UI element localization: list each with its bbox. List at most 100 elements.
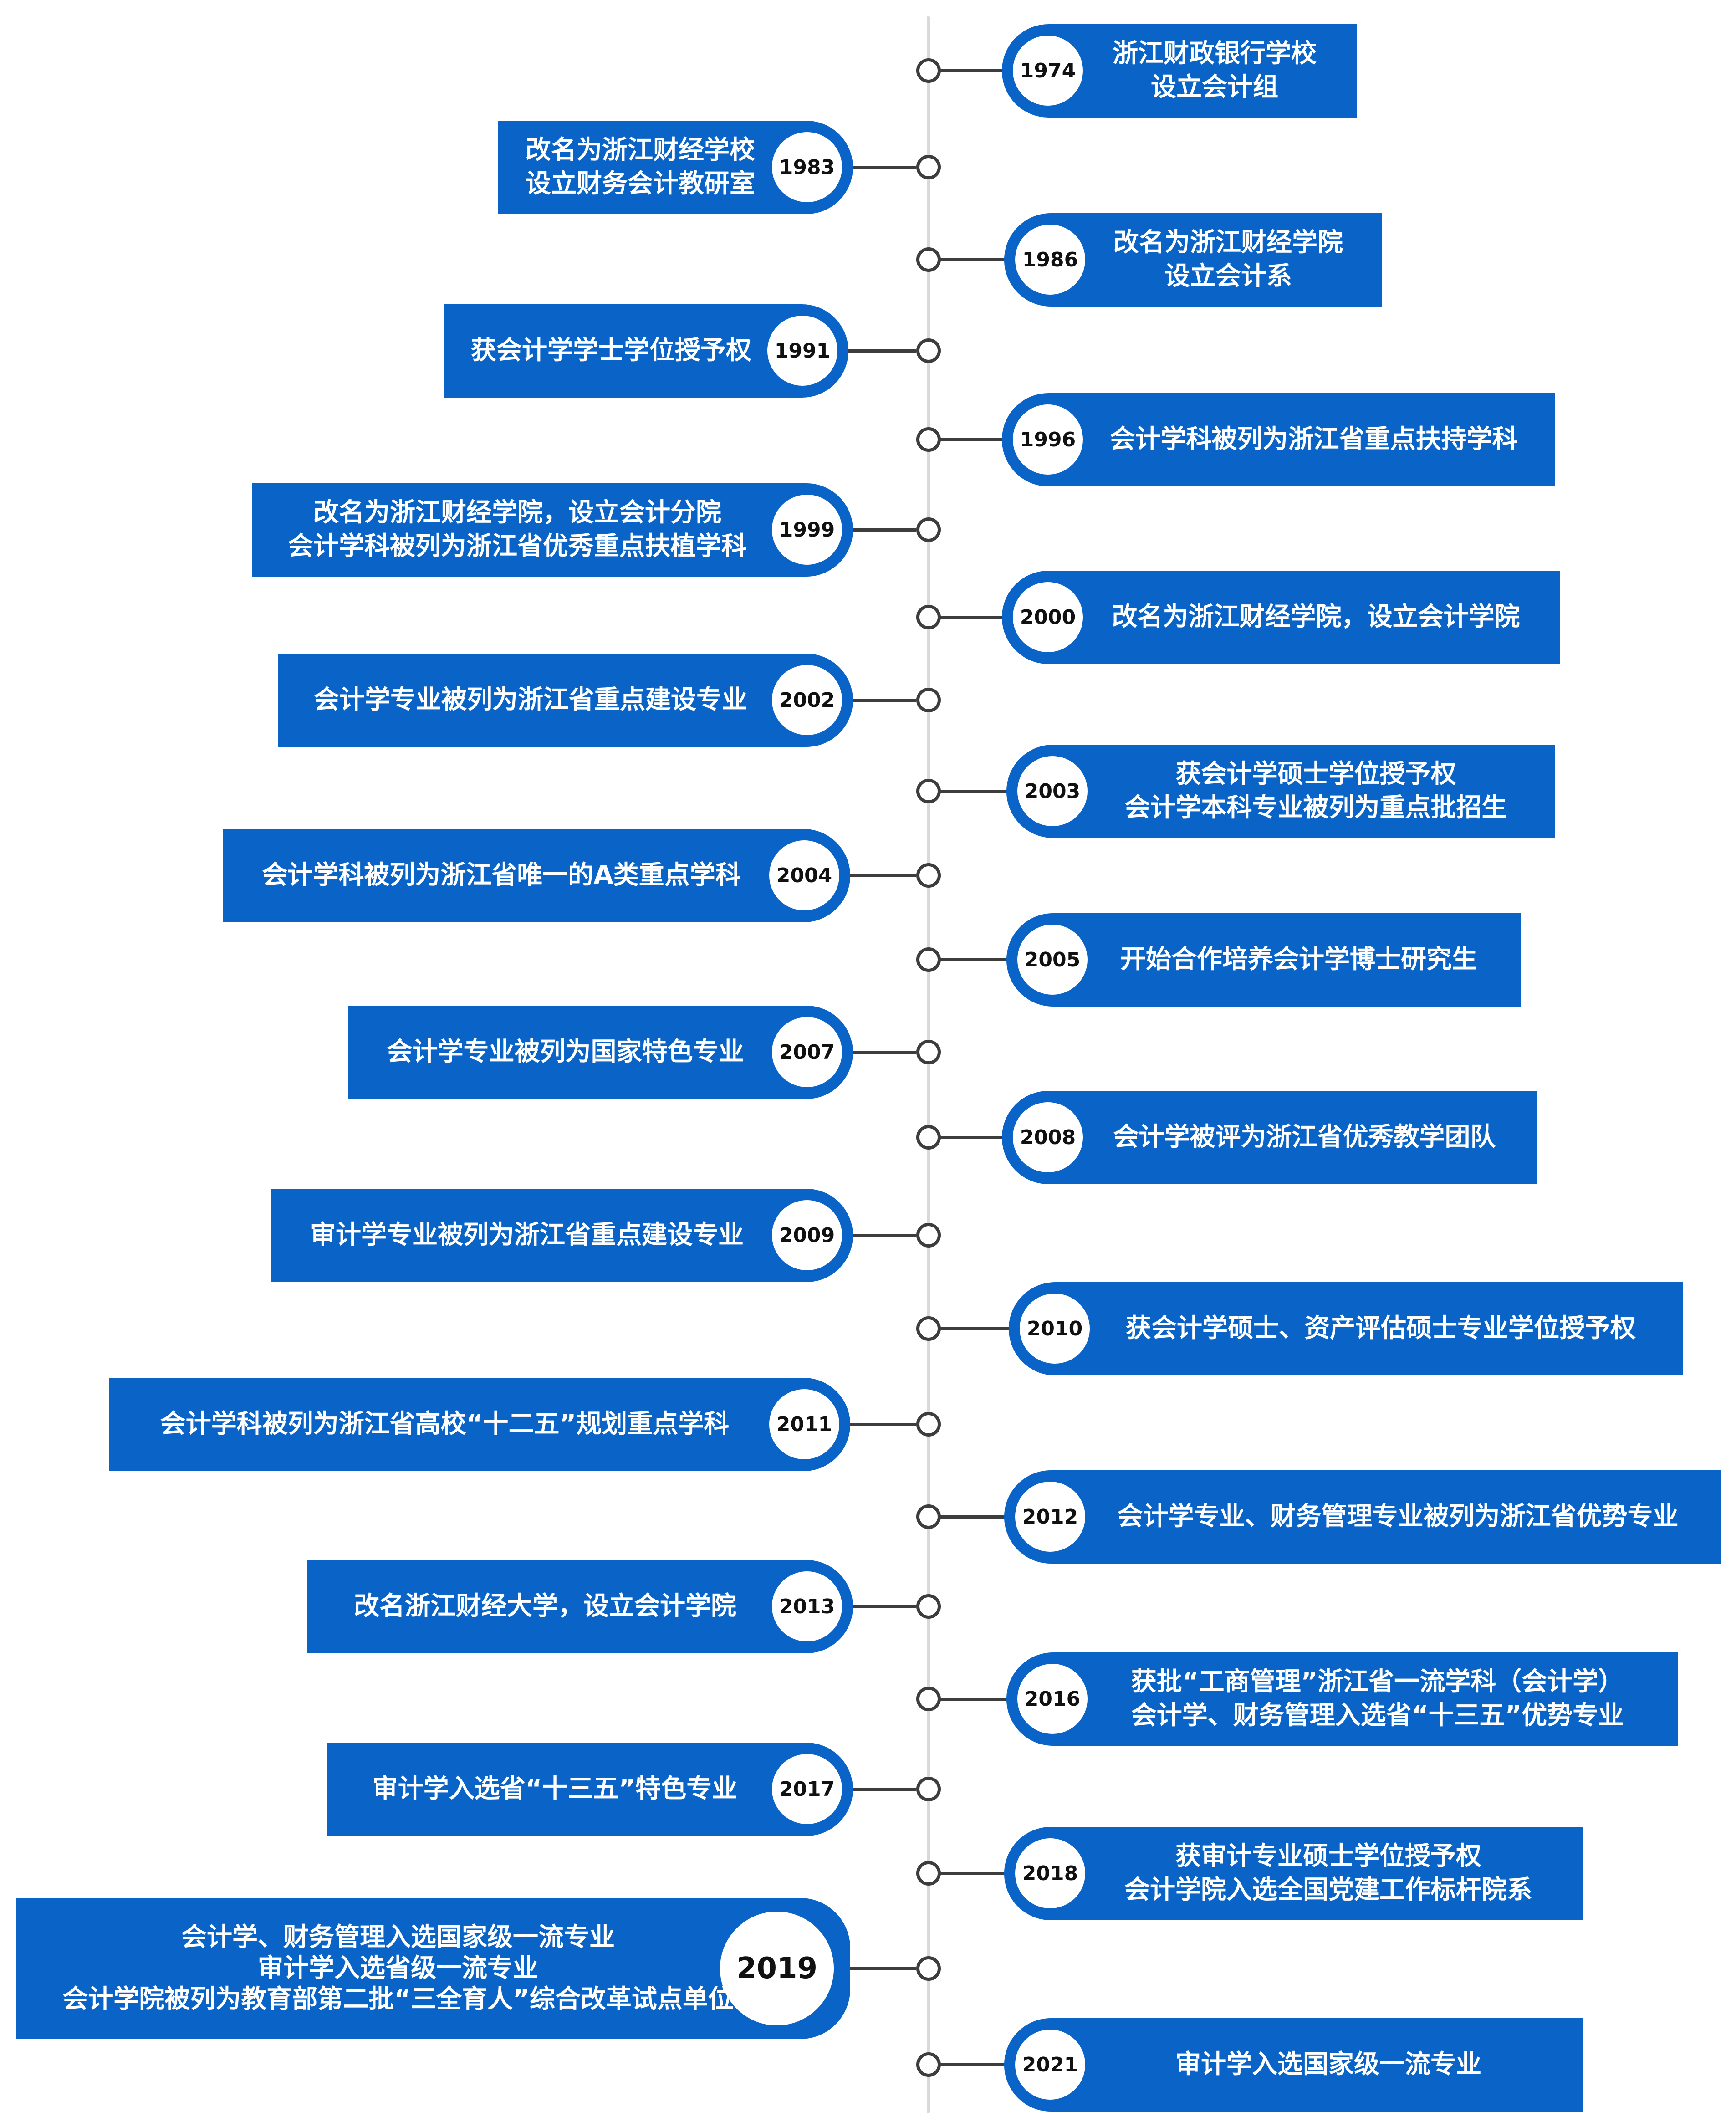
event-line: 获审计专业硕士学位授予权 bbox=[1175, 1841, 1481, 1871]
event-line: 会计学、财务管理入选国家级一流专业 bbox=[181, 1922, 615, 1952]
event-line: 开始合作培养会计学博士研究生 bbox=[1120, 945, 1477, 974]
year-badge: 2008 bbox=[1013, 1102, 1083, 1172]
event-text: 会计学专业、财务管理专业被列为浙江省优势专业 bbox=[1118, 1500, 1679, 1534]
timeline-node bbox=[916, 1687, 941, 1711]
event-line: 会计学科被列为浙江省唯一的A类重点学科 bbox=[262, 860, 741, 890]
year-badge: 2012 bbox=[1015, 1482, 1085, 1552]
event-box: 2007 会计学专业被列为国家特色专业 bbox=[348, 1005, 853, 1099]
event-box: 2005 开始合作培养会计学博士研究生 bbox=[1006, 913, 1521, 1007]
year-badge: 2019 bbox=[720, 1912, 834, 2025]
timeline-node bbox=[916, 155, 941, 179]
timeline-node bbox=[916, 947, 941, 972]
event-line: 会计学院被列为教育部第二批“三全育人”综合改革试点单位 bbox=[62, 1984, 734, 2014]
timeline-node bbox=[916, 2052, 941, 2077]
year-badge: 2010 bbox=[1020, 1294, 1090, 1364]
timeline-connector bbox=[844, 1788, 916, 1791]
event-text: 会计学、财务管理入选国家级一流专业审计学入选省级一流专业会计学院被列为教育部第二… bbox=[62, 1922, 734, 2015]
year-badge: 1983 bbox=[772, 132, 842, 202]
timeline-node bbox=[916, 863, 941, 888]
event-line: 设立会计组 bbox=[1151, 72, 1278, 102]
year-badge: 2007 bbox=[772, 1017, 842, 1087]
event-box: 2021 审计学入选国家级一流专业 bbox=[1004, 2018, 1583, 2112]
timeline-connector bbox=[938, 958, 1016, 961]
year-badge: 1974 bbox=[1013, 36, 1083, 106]
year-badge: 2003 bbox=[1017, 756, 1088, 826]
event-box: 1974 浙江财政银行学校设立会计组 bbox=[1002, 24, 1357, 118]
timeline-connector bbox=[938, 616, 1011, 619]
timeline-node bbox=[916, 517, 941, 542]
timeline-connector bbox=[844, 166, 916, 169]
year-badge: 2005 bbox=[1017, 925, 1088, 995]
event-box: 2008 会计学被评为浙江省优秀教学团队 bbox=[1002, 1090, 1537, 1184]
event-text: 获会计学硕士学位授予权会计学本科专业被列为重点批招生 bbox=[1125, 757, 1507, 825]
timeline-node bbox=[916, 1504, 941, 1529]
timeline-connector bbox=[841, 1423, 916, 1426]
event-line: 设立会计系 bbox=[1164, 261, 1292, 291]
timeline-connector bbox=[938, 1698, 1016, 1701]
event-line: 审计学入选省级一流专业 bbox=[257, 1953, 538, 1983]
event-line: 改名为浙江财经学院，设立会计分院 bbox=[313, 498, 721, 527]
event-line: 会计学院入选全国党建工作标杆院系 bbox=[1124, 1875, 1532, 1905]
event-text: 改名为浙江财经学院设立会计系 bbox=[1113, 226, 1343, 293]
year-badge: 2021 bbox=[1015, 2030, 1085, 2100]
event-line: 获会计学学士学位授予权 bbox=[471, 336, 751, 365]
year-badge: 2018 bbox=[1015, 1838, 1085, 1908]
event-text: 改名为浙江财经学校设立财务会计教研室 bbox=[526, 133, 755, 201]
timeline-connector bbox=[938, 258, 1013, 261]
event-text: 改名为浙江财经学院，设立会计学院 bbox=[1112, 600, 1520, 634]
event-box: 2010 获会计学硕士、资产评估硕士专业学位授予权 bbox=[1009, 1282, 1683, 1375]
timeline-connector bbox=[839, 349, 916, 353]
timeline-connector bbox=[938, 1872, 1013, 1875]
event-line: 设立财务会计教研室 bbox=[526, 169, 755, 199]
event-box: 2004 会计学科被列为浙江省唯一的A类重点学科 bbox=[223, 828, 850, 922]
event-text: 会计学专业被列为浙江省重点建设专业 bbox=[314, 683, 747, 717]
year-badge: 2011 bbox=[769, 1389, 839, 1459]
event-line: 获会计学硕士、资产评估硕士专业学位授予权 bbox=[1126, 1314, 1636, 1343]
timeline-connector bbox=[938, 438, 1011, 441]
event-line: 会计学、财务管理入选省“十三五”优势专业 bbox=[1131, 1701, 1624, 1730]
year-badge: 2013 bbox=[772, 1571, 842, 1641]
timeline-node bbox=[916, 779, 941, 803]
event-line: 改名为浙江财经学校 bbox=[526, 135, 755, 165]
timeline-connector bbox=[844, 1605, 916, 1608]
timeline-node bbox=[916, 1223, 941, 1248]
event-text: 获审计专业硕士学位授予权会计学院入选全国党建工作标杆院系 bbox=[1124, 1840, 1532, 1907]
event-box: 2012 会计学专业、财务管理专业被列为浙江省优势专业 bbox=[1004, 1470, 1721, 1564]
year-badge: 2000 bbox=[1013, 582, 1083, 652]
timeline-connector bbox=[938, 790, 1016, 793]
event-line: 会计学本科专业被列为重点批招生 bbox=[1124, 793, 1507, 823]
event-text: 审计学专业被列为浙江省重点建设专业 bbox=[310, 1218, 744, 1252]
event-text: 会计学被评为浙江省优秀教学团队 bbox=[1113, 1120, 1496, 1154]
event-line: 审计学入选国家级一流专业 bbox=[1175, 2050, 1481, 2079]
timeline-node bbox=[916, 247, 941, 272]
timeline-axis bbox=[927, 16, 930, 2113]
timeline-connector bbox=[938, 1515, 1013, 1519]
event-line: 会计学专业、财务管理专业被列为浙江省优势专业 bbox=[1117, 1502, 1679, 1531]
event-line: 会计学科被列为浙江省重点扶持学科 bbox=[1109, 424, 1518, 454]
event-box: 2018 获审计专业硕士学位授予权会计学院入选全国党建工作标杆院系 bbox=[1004, 1826, 1583, 1920]
year-badge: 2004 bbox=[769, 840, 839, 910]
timeline-node bbox=[916, 1861, 941, 1886]
event-line: 会计学专业被列为国家特色专业 bbox=[387, 1037, 744, 1067]
timeline-node bbox=[916, 58, 941, 83]
event-line: 会计学科被列为浙江省优秀重点扶植学科 bbox=[288, 532, 747, 561]
timeline-node bbox=[916, 1125, 941, 1150]
timeline-connector bbox=[938, 2063, 1013, 2066]
timeline-connector bbox=[844, 699, 916, 702]
event-line: 浙江财政银行学校 bbox=[1113, 39, 1317, 68]
timeline-connector bbox=[844, 528, 916, 532]
event-text: 审计学入选省“十三五”特色专业 bbox=[373, 1772, 738, 1806]
timeline-connector bbox=[844, 1051, 916, 1054]
timeline-connector bbox=[938, 69, 1011, 72]
